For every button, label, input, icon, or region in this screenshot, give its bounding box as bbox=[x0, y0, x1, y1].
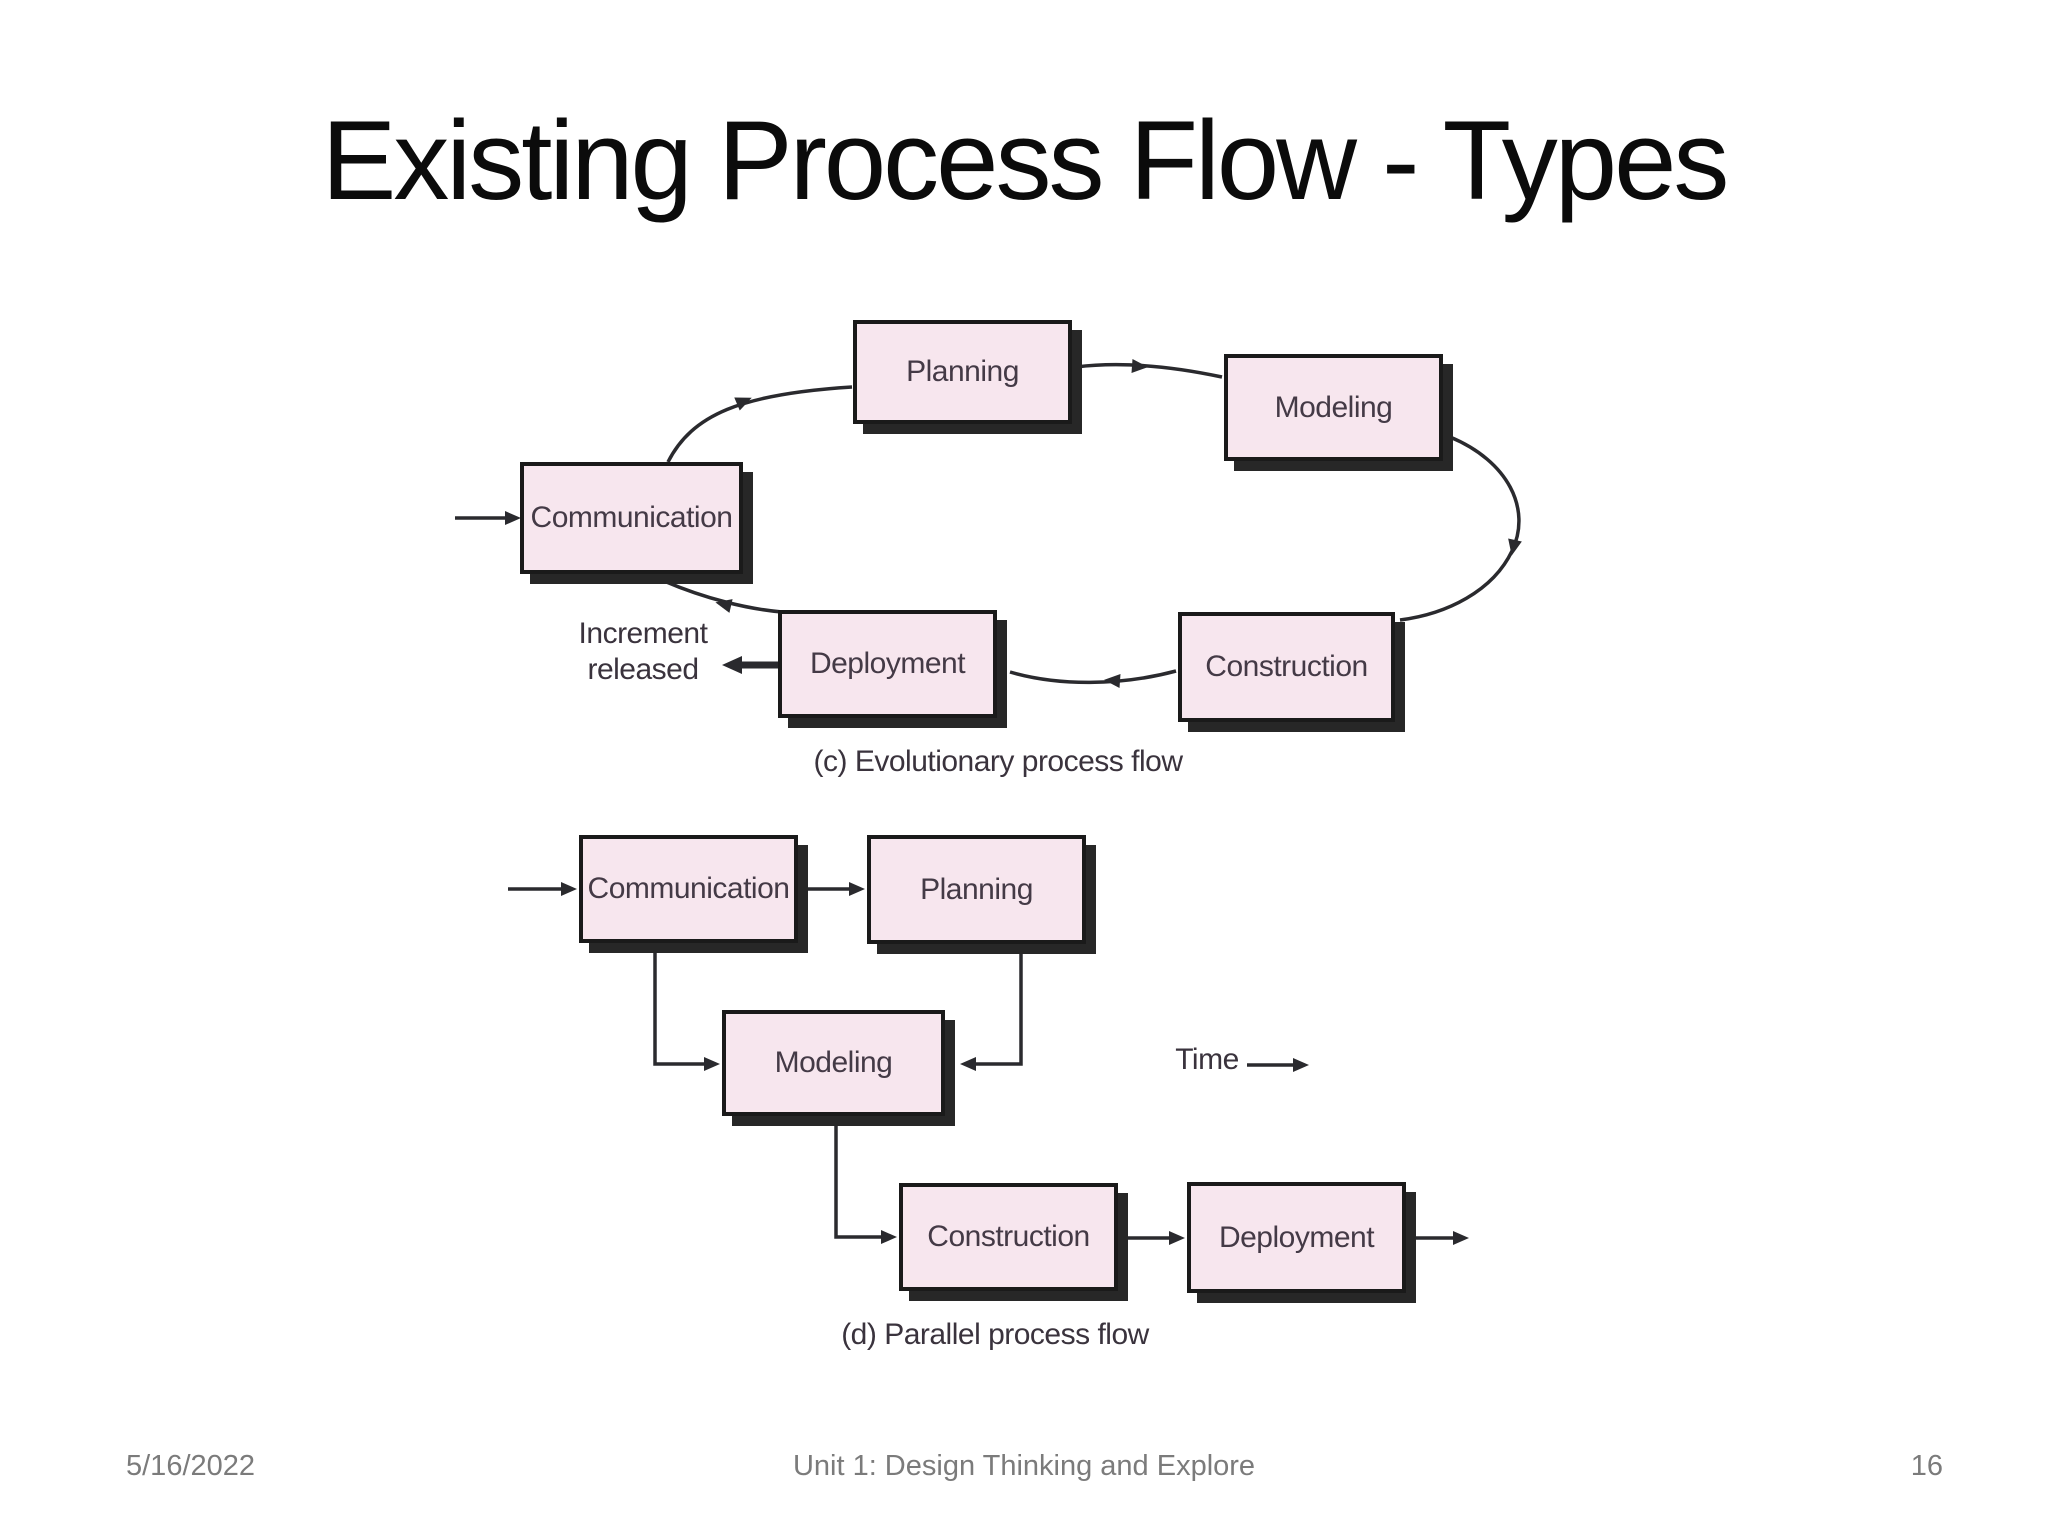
evolutionary-planning-box: Planning bbox=[853, 320, 1072, 424]
parallel-flow-caption: (d) Parallel process flow bbox=[841, 1318, 1149, 1351]
arrow-construction-to-deployment-parallel bbox=[1120, 1231, 1185, 1245]
entry-arrow-evolutionary bbox=[455, 511, 521, 525]
slide-title: Existing Process Flow - Types bbox=[321, 98, 1730, 223]
arrow-modeling-to-construction bbox=[834, 1118, 897, 1244]
evolutionary-flow-caption: (c) Evolutionary process flow bbox=[813, 745, 1183, 778]
arrow-communication-to-modeling bbox=[653, 945, 720, 1071]
footer-date: 5/16/2022 bbox=[126, 1450, 256, 1482]
time-arrow bbox=[1247, 1058, 1309, 1072]
arrow-communication-to-planning-parallel bbox=[800, 882, 865, 896]
evolutionary-communication-box: Communication bbox=[520, 462, 743, 574]
arrow-planning-to-modeling bbox=[960, 946, 1023, 1071]
entry-arrow-parallel bbox=[508, 882, 577, 896]
increment-released-line2: released bbox=[587, 653, 699, 686]
exit-arrow-parallel bbox=[1408, 1231, 1469, 1245]
increment-released-label: Increment released bbox=[560, 616, 726, 688]
arc-communication-to-planning bbox=[666, 385, 853, 463]
parallel-construction-box: Construction bbox=[899, 1183, 1118, 1291]
arc-construction-to-deployment bbox=[1009, 669, 1177, 688]
arc-planning-to-modeling bbox=[1075, 359, 1223, 379]
arc-modeling-to-construction bbox=[1399, 435, 1522, 622]
increment-released-arrow bbox=[722, 656, 780, 674]
evolutionary-deployment-box: Deployment bbox=[778, 610, 997, 718]
evolutionary-modeling-box: Modeling bbox=[1224, 354, 1443, 461]
parallel-deployment-box: Deployment bbox=[1187, 1182, 1406, 1293]
footer-page-number: 16 bbox=[1910, 1450, 1943, 1482]
footer-course-title: Unit 1: Design Thinking and Explore bbox=[792, 1450, 1256, 1482]
evolutionary-construction-box: Construction bbox=[1178, 612, 1395, 722]
parallel-communication-box: Communication bbox=[579, 835, 798, 943]
parallel-modeling-box: Modeling bbox=[722, 1010, 945, 1116]
time-label: Time bbox=[1175, 1043, 1239, 1076]
parallel-planning-box: Planning bbox=[867, 835, 1086, 944]
increment-released-line1: Increment bbox=[578, 617, 708, 650]
arc-deployment-to-communication bbox=[663, 579, 783, 614]
